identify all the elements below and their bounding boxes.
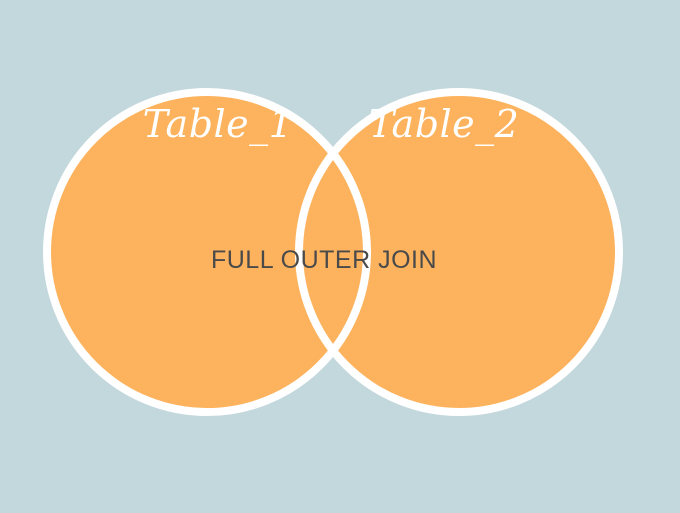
set-label-table-2: Table_2 bbox=[369, 102, 520, 147]
circle-table-2-outline bbox=[295, 88, 623, 416]
join-type-label: FULL OUTER JOIN bbox=[211, 246, 437, 274]
circle-table-2 bbox=[299, 92, 619, 412]
circle-table-1-outline bbox=[43, 88, 371, 416]
set-label-table-1: Table_1 bbox=[143, 102, 294, 147]
circle-table-1 bbox=[47, 92, 367, 412]
